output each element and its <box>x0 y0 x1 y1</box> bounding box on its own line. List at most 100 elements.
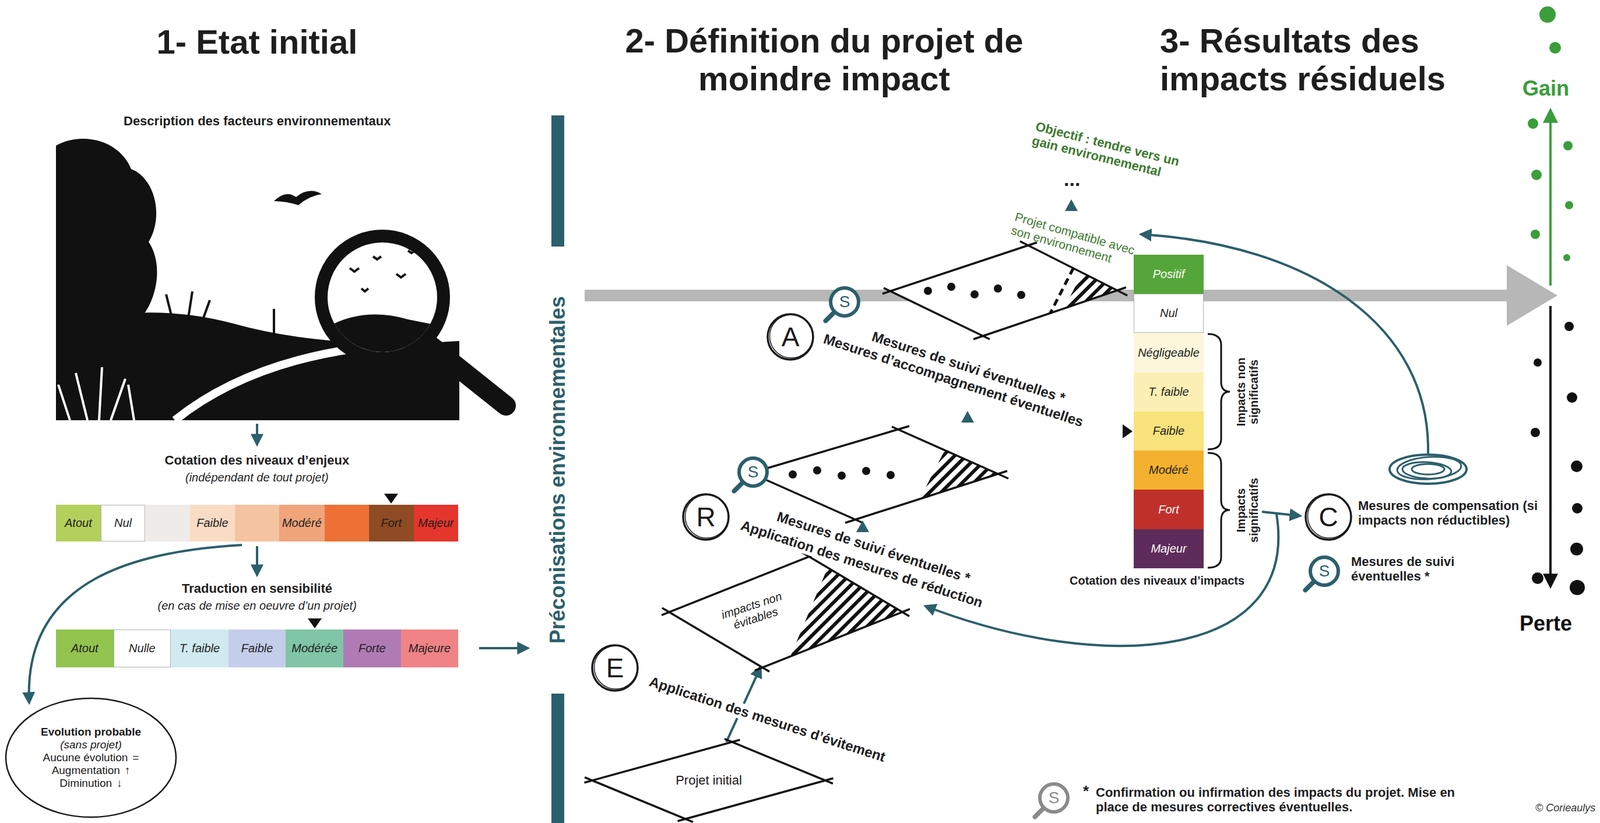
node-text-group: Nul <box>1159 306 1178 320</box>
compensation-nest <box>1389 454 1467 484</box>
compensation-nest <box>1411 463 1445 475</box>
loss-splotch <box>1570 460 1583 473</box>
project-diamond <box>886 470 895 480</box>
node-text-group: S <box>1048 788 1060 808</box>
node-label: S <box>1319 561 1331 581</box>
node-label: Majeur <box>417 516 454 530</box>
node-label: Diminution <box>59 776 112 790</box>
node-text-group: Atout <box>71 641 99 656</box>
text-row: E <box>606 652 625 684</box>
landscape-illustration <box>55 138 157 341</box>
text-row: Projet initial <box>675 772 743 788</box>
node-text-group: Modérée <box>291 641 338 656</box>
node-label: Nul <box>114 516 132 530</box>
circle-outline <box>685 494 729 538</box>
landscape-illustration <box>428 343 506 406</box>
text-row: T. faible <box>1148 385 1189 399</box>
footnote: Confirmation ou infirmation des impacts … <box>1095 785 1469 815</box>
landscape-illustration <box>174 348 356 421</box>
node-label: (sans projet) <box>60 738 122 752</box>
project-diamond <box>862 466 871 476</box>
objective-label: Objectif : tendre vers un gain environne… <box>1030 119 1208 190</box>
scale-cell: Modéré <box>1133 450 1204 490</box>
scale-cell: Faible <box>228 629 287 668</box>
text-row: Faible <box>1152 424 1185 438</box>
text-row: Nul <box>1159 306 1178 320</box>
landscape-illustration <box>272 308 276 336</box>
node-text-group: Positif <box>1152 267 1185 281</box>
gain-splotch <box>1563 254 1571 262</box>
node-label: ↑ <box>124 764 131 777</box>
gain-splotch <box>1563 141 1573 151</box>
step-label: Application des mesures d’évitement <box>645 673 890 766</box>
ellipse-outline <box>5 698 177 818</box>
gain-splotch <box>1539 6 1556 23</box>
bracket-label: Impacts non significatifs <box>1234 333 1261 450</box>
bracket <box>1207 333 1230 568</box>
node-text-group: Modéré <box>282 516 322 530</box>
letter-circle: E <box>590 643 640 693</box>
text-row: S <box>747 462 759 482</box>
circle-outline <box>1307 494 1352 538</box>
node-text-group: Majeur <box>417 516 454 530</box>
scale-cell: Majeur <box>1133 529 1204 569</box>
node-label: Projet initial <box>675 772 743 788</box>
text-row: Modérée <box>291 641 338 656</box>
magnifier-handle <box>733 482 744 492</box>
text-row: (sans projet) <box>60 738 122 752</box>
text-row: S <box>1048 788 1060 808</box>
magnifier-ring <box>1039 783 1068 812</box>
landscape-illustration <box>99 367 103 421</box>
node-text-group: Majeur <box>1150 542 1187 556</box>
node-label: = <box>132 751 139 765</box>
node-text-group: Faible <box>1152 424 1185 438</box>
node-text-group: Projet initial <box>675 772 743 788</box>
node-label: S <box>839 292 851 312</box>
circle-outline <box>683 494 729 540</box>
text-row: A <box>781 321 800 353</box>
node-label: Modéré <box>282 516 322 530</box>
level-marker <box>307 618 322 629</box>
text-row: Faible <box>241 641 273 656</box>
magnifier-ring <box>739 458 768 487</box>
magnifier-handle <box>1305 581 1315 591</box>
loss-splotch <box>1530 321 1585 596</box>
empty-scale-cell <box>234 504 280 542</box>
gain-loss-axis <box>1549 110 1552 286</box>
node-label: T. faible <box>179 641 220 656</box>
flow-arrow <box>29 544 242 703</box>
landscape-illustration <box>166 291 274 336</box>
node-text-group: Modéré <box>1148 463 1189 477</box>
landscape-illustration <box>128 384 135 421</box>
bracket <box>1207 333 1230 450</box>
bracket <box>1207 452 1230 568</box>
bar-label: Préconisations environnementales <box>546 293 570 646</box>
scale-cell: Faible <box>1133 411 1204 451</box>
node-text-group: E <box>606 652 625 684</box>
landscape-illustration <box>186 291 193 330</box>
scale-cell: Nul <box>100 504 146 542</box>
compensation-arrow <box>1261 511 1300 516</box>
node-label: Modéré <box>1148 463 1189 477</box>
text-row: Forte <box>358 641 386 656</box>
text-row: Nul <box>114 516 132 530</box>
node-text-group: S <box>1319 561 1331 581</box>
node-label: S <box>747 462 759 482</box>
text-row: Majeur <box>1150 542 1187 556</box>
gain-loss-axis <box>1550 110 1552 586</box>
step-label: Mesures d’accompagnement éventuelles <box>819 330 1088 431</box>
loss-splotch <box>1569 579 1585 596</box>
monitoring-label: Mesures de suivi éventuelles * <box>1351 554 1480 584</box>
empty-scale-cell <box>145 504 191 542</box>
circle-outline <box>594 645 638 689</box>
letter-circle: R <box>681 492 731 542</box>
scale-title: Cotation des niveaux d’enjeux <box>164 453 350 469</box>
node-label: Majeure <box>408 641 451 656</box>
magnifier-handle <box>1034 807 1044 818</box>
text-row: Nulle <box>128 641 156 656</box>
scale-cell: Modéré <box>279 504 325 542</box>
text-row: Majeure <box>408 641 451 656</box>
project-diamond <box>1017 290 1026 300</box>
empty-scale-cell <box>324 504 369 542</box>
step-arrowhead <box>856 520 870 533</box>
